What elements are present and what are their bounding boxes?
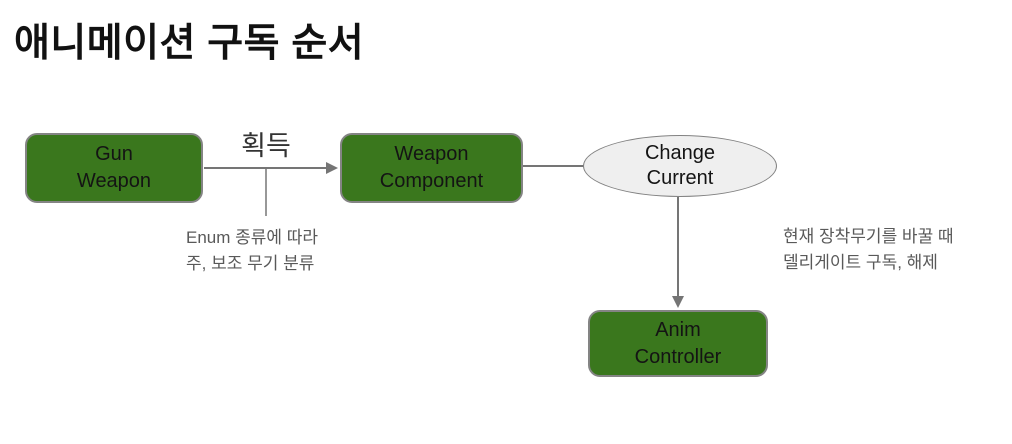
note-delegate-line2: 델리게이트 구독, 해제: [783, 253, 938, 272]
note-delegate-line1: 현재 장착무기를 바꿀 때: [783, 227, 954, 246]
node-gun-weapon-label-line2: Weapon: [76, 170, 152, 192]
node-weapon-component-label-line1: Weapon: [394, 143, 469, 165]
node-weapon-component-label-line2: Component: [379, 170, 484, 192]
note-enum-line2: 주, 보조 무기 분류: [186, 254, 315, 273]
arrow-gun-to-weapon-component: [204, 162, 338, 174]
node-weapon-component: Weapon Component: [340, 133, 523, 203]
note-enum-classification: Enum 종류에 따라 주, 보조 무기 분류: [186, 225, 318, 277]
page-title: 애니메이션 구독 순서: [14, 22, 365, 65]
node-anim-controller: Anim Controller: [588, 310, 768, 377]
note-delegate-subscription: 현재 장착무기를 바꿀 때 델리게이트 구독, 해제: [783, 224, 954, 276]
node-anim-controller-label-line1: Anim: [655, 318, 701, 341]
ellipse-change-current-label-line1: Change: [644, 142, 716, 164]
arrowhead-right-icon: [326, 162, 338, 174]
node-gun-weapon-label-line1: Gun: [95, 143, 133, 165]
ellipse-change-current: Change Current: [583, 135, 777, 197]
ellipse-change-current-label-line2: Current: [646, 167, 714, 189]
arrowhead-down-icon: [672, 296, 684, 308]
edge-acquire-label: 획득: [241, 131, 291, 161]
node-anim-controller-label-line2: Controller: [634, 345, 722, 368]
node-gun-weapon: Gun Weapon: [25, 133, 203, 203]
note-enum-line1: Enum 종류에 따라: [186, 228, 319, 247]
arrow-change-current-to-anim-controller: [672, 197, 684, 308]
